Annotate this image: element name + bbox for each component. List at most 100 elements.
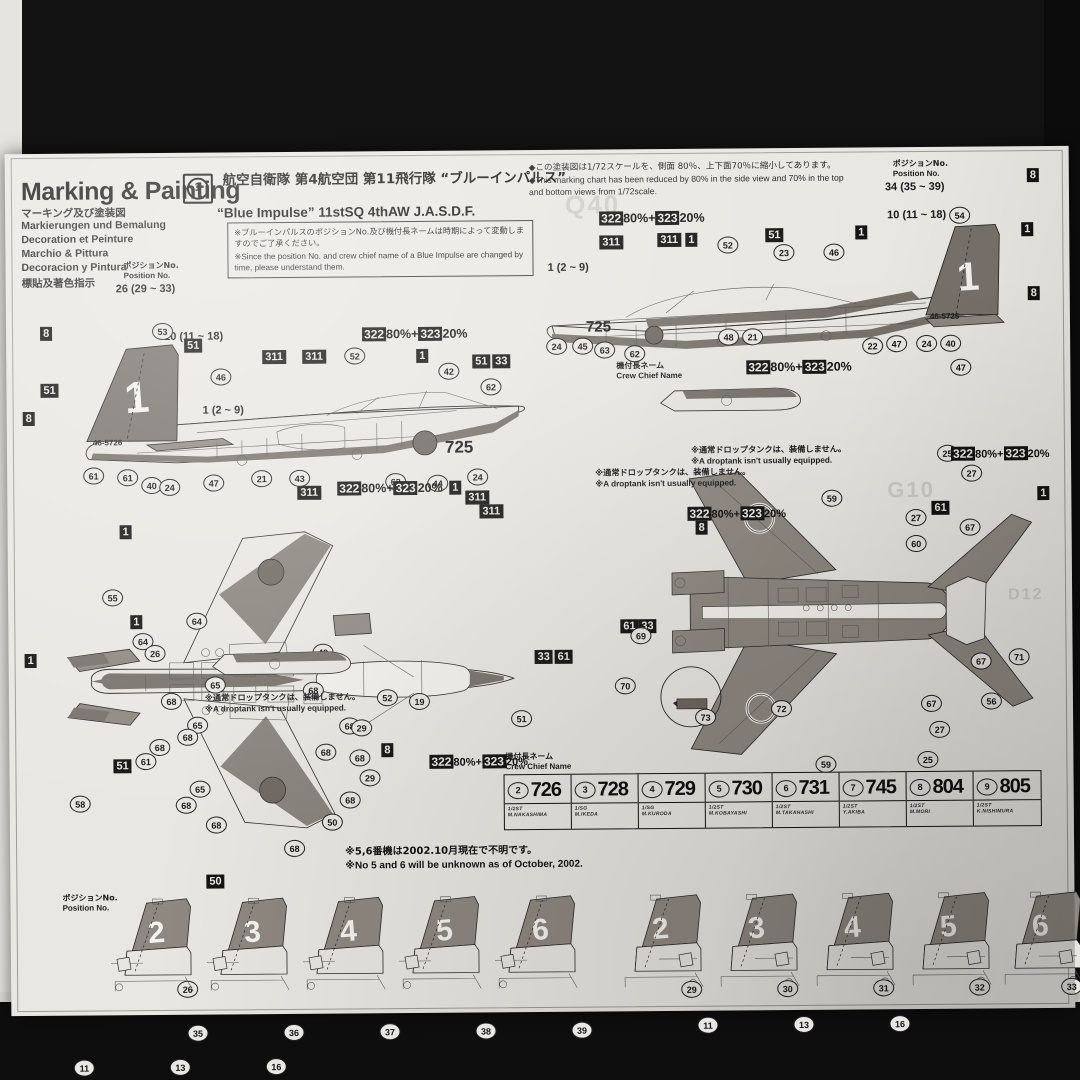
right-view-serial: 46-5725 [930, 312, 960, 321]
cell-position-no: 7 [842, 778, 864, 797]
part-callout-8d: 8 [1027, 286, 1040, 301]
part-callout-8a: 8 [39, 326, 53, 341]
cell-tail-number: 728 [597, 777, 629, 801]
cell-tail-number: 745 [865, 775, 897, 798]
cell-tail-number: 731 [798, 776, 830, 799]
crew-chief-table-label: 機付長ネーム Crew Chief Name [505, 751, 572, 772]
decal-61a: 61 [83, 467, 105, 485]
decal-27b: 27 [929, 720, 951, 738]
fin-decal-num-a: 16 [265, 1058, 287, 1076]
fin-digit: 5 [435, 914, 454, 948]
cell-name: M.IKEDA [574, 811, 599, 818]
fin-decal-num-a: 13 [793, 1015, 815, 1034]
fin-decal-right-5: 5 [912, 892, 992, 986]
decal-73: 73 [695, 708, 717, 726]
drop-tank-upper-drawing [659, 387, 801, 412]
decal-47c: 47 [950, 358, 972, 376]
fin-digit: 2 [147, 916, 166, 950]
scheme-number-badge: 1 [182, 173, 214, 204]
cell-name: Y.AKIBA [842, 809, 866, 816]
position-no-label-left: ポジションNo. Position No. [123, 260, 179, 280]
fin-decal-num-b: 37 [379, 1023, 401, 1041]
decal-24d: 24 [916, 334, 938, 353]
part-callout-51c: 51 [472, 354, 491, 369]
decal-71: 71 [1008, 648, 1030, 666]
part-callout-8e: 8 [695, 520, 708, 535]
decal-53: 53 [151, 322, 174, 341]
decal-68f: 68 [284, 839, 306, 858]
decal-52: 52 [344, 347, 366, 365]
fin-decal-right-6: 6 [1004, 891, 1080, 985]
position-note-en: ※Since the position No. and crew chief n… [234, 250, 524, 273]
fin-decal-num-a: 11 [697, 1016, 719, 1034]
decal-61b: 61 [117, 469, 139, 487]
fin-digit: 6 [1031, 909, 1050, 943]
position-note-box: ※ブルーインパルスのポジションNo.及び機付長ネームは時期によって変動しますので… [227, 220, 534, 279]
decal-25a: 25 [917, 750, 939, 769]
decal-52c: 52 [376, 689, 398, 707]
decal-27a: 27 [905, 508, 927, 527]
decal-21: 21 [251, 470, 273, 488]
part-callout-1d: 1 [685, 232, 698, 247]
left-view-nose-number: 725 [445, 438, 474, 457]
part-callout-51e: 51 [113, 759, 132, 774]
part-callout-1f: 1 [1037, 485, 1050, 501]
position-note-ja: ※ブルーインパルスのポジションNo.及び機付長ネームは時期によって変動しますので… [234, 225, 525, 249]
fin-digit: 3 [747, 911, 766, 945]
decal-72: 72 [770, 700, 793, 718]
decal-47b: 47 [886, 335, 908, 353]
decal-62: 62 [480, 378, 502, 396]
footnote-en: ※No 5 and 6 will be unknown as of Octobe… [345, 858, 583, 872]
cell-name: M.KOBAYASHI [708, 810, 747, 817]
footnote: ※5,6番機は2002.10月現在で不明です。 ※No 5 and 6 will… [345, 844, 583, 874]
decal-50b: 50 [321, 813, 343, 831]
bottom-plan-view-drawing [660, 472, 1034, 755]
part-callout-1a: 1 [416, 348, 429, 363]
svg-text:1: 1 [956, 254, 981, 299]
decal-61c: 61 [135, 753, 157, 771]
decal-56: 56 [980, 692, 1003, 710]
fin-decal-right-4: 4 [816, 892, 896, 986]
fin-decal-right-3: 3 [720, 893, 800, 987]
fin-decal-left-3: 3 [206, 897, 290, 991]
decal-45: 45 [572, 337, 594, 355]
part-callout-51b: 51 [184, 338, 203, 353]
subtitle-fr: Decoration et Peinture [21, 233, 134, 247]
part-callout-8c: 8 [1026, 168, 1040, 183]
decal-68d: 68 [175, 796, 197, 814]
fin-strip-decal-50: 50 [206, 874, 225, 889]
left-view-serial: 46-5726 [93, 438, 123, 447]
cell-name: K.NISHIMURA [976, 808, 1014, 815]
decal-55: 55 [102, 589, 124, 607]
fin-digit: 3 [243, 915, 262, 949]
part-callout-8b: 8 [22, 411, 35, 427]
subtitle-it: Marchio & Pittura [21, 247, 109, 261]
decal-24c: 24 [546, 337, 568, 355]
instruction-sheet: Q40 G10 H5 D12 Marking & Painting マーキング及… [4, 145, 1080, 1077]
callout-position-range-nose-left: 1 (2 ~ 9) [202, 404, 244, 417]
cell-name: M.NAKASHIMA [507, 811, 548, 819]
callout-position-range-tail-left: 26 (29 ~ 33) [115, 282, 176, 296]
decal-27c: 27 [961, 464, 983, 482]
decal-58a: 58 [69, 795, 91, 813]
part-callout-311a: 311 [262, 349, 287, 365]
decal-64b: 64 [186, 612, 208, 630]
cell-position-no: 4 [641, 780, 663, 798]
part-callout-311c: 311 [297, 485, 322, 500]
decal-24a: 24 [159, 478, 181, 496]
fin-decal-num-b: 39 [571, 1021, 593, 1039]
decal-67c: 67 [970, 652, 992, 670]
right-side-view-drawing: 1 725 46-5725 [546, 223, 1005, 349]
cell-tail-number: 804 [932, 775, 964, 798]
cell-position-no: 5 [708, 780, 730, 798]
fin-decal-num-a: 11 [73, 1059, 95, 1077]
fin-decal-left-6: 6 [494, 895, 578, 989]
